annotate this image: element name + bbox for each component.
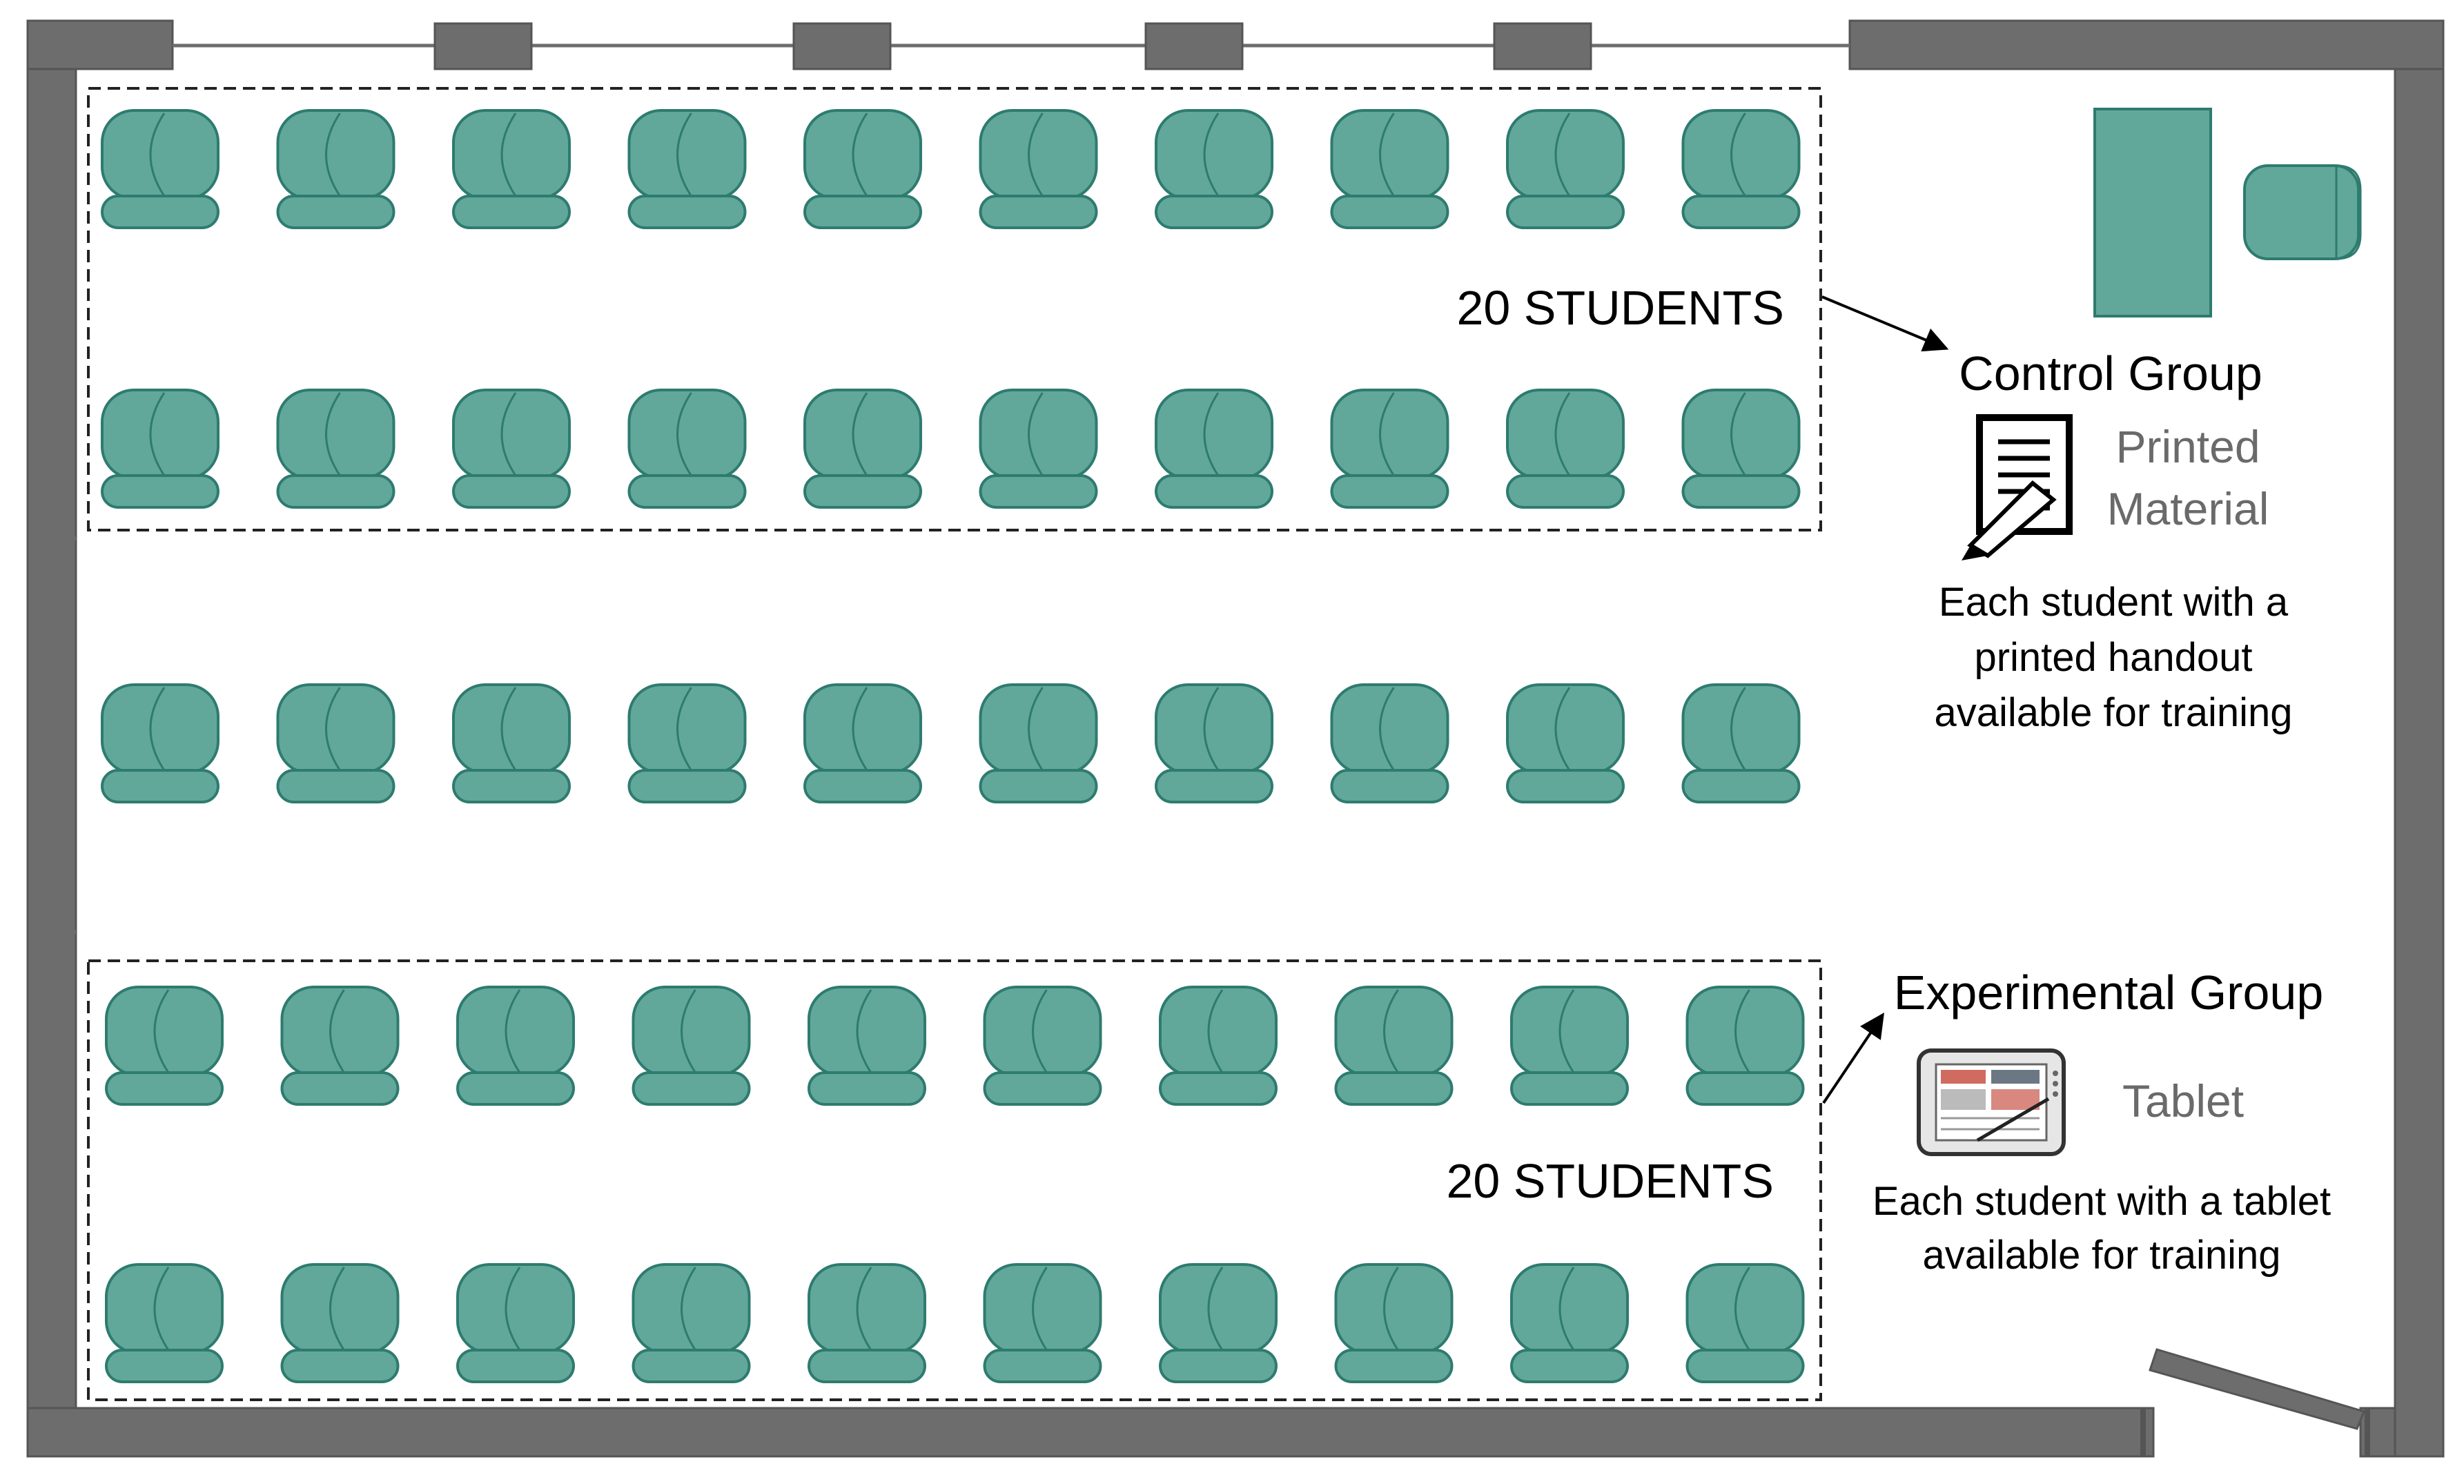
chair-icon bbox=[627, 109, 747, 229]
control-description-line: available for training bbox=[1934, 690, 2292, 735]
chair-icon bbox=[105, 1263, 224, 1383]
chair-icon bbox=[1159, 986, 1278, 1106]
chair-icon bbox=[280, 986, 400, 1106]
left-wall bbox=[26, 19, 77, 1458]
chair-icon bbox=[1510, 1263, 1629, 1383]
chair-icon bbox=[803, 389, 922, 509]
chair-icon bbox=[632, 986, 751, 1106]
chair-icon bbox=[105, 986, 224, 1106]
experimental-student-count: 20 STUDENTS bbox=[1446, 1154, 1774, 1208]
student-seats bbox=[101, 109, 1805, 1383]
experimental-description-line: Each student with a tablet bbox=[1873, 1179, 2331, 1224]
chair-icon bbox=[1506, 389, 1625, 509]
chair-icon bbox=[1330, 389, 1449, 509]
chair-icon bbox=[808, 986, 926, 1106]
chair-icon bbox=[452, 389, 571, 509]
control-group-title: Control Group bbox=[1959, 346, 2262, 400]
window-mullion bbox=[1144, 22, 1244, 70]
chair-icon bbox=[1330, 109, 1449, 229]
chair-icon bbox=[456, 1263, 575, 1383]
chair-icon bbox=[1155, 683, 1273, 803]
experimental-group-title: Experimental Group bbox=[1894, 966, 2324, 1019]
window-mullion bbox=[433, 22, 533, 70]
chair-icon bbox=[803, 109, 922, 229]
top-wall-left bbox=[26, 19, 174, 70]
chair-icon bbox=[632, 1263, 751, 1383]
chair-icon bbox=[1334, 986, 1454, 1106]
chair-icon bbox=[979, 389, 1098, 509]
chair-icon bbox=[1685, 986, 1805, 1106]
control-description-line: Each student with a bbox=[1939, 580, 2289, 625]
control-description-line: printed handout bbox=[1974, 635, 2252, 680]
chair-icon bbox=[627, 683, 747, 803]
chair-icon bbox=[808, 1263, 926, 1383]
teacher-chair-icon bbox=[2243, 164, 2362, 260]
chair-icon bbox=[276, 389, 395, 509]
chair-icon bbox=[983, 986, 1102, 1106]
left-door bbox=[53, 536, 76, 934]
chair-icon bbox=[1681, 389, 1801, 509]
control-material-label-line2: Material bbox=[2107, 483, 2269, 534]
room-walls bbox=[26, 19, 2445, 1458]
experimental-group-boundary bbox=[87, 959, 1822, 1401]
experimental-arrow bbox=[1822, 1013, 1885, 1104]
teacher-desk-icon bbox=[2093, 108, 2212, 318]
door-leaf bbox=[2149, 1348, 2366, 1430]
bottom-wall bbox=[26, 1407, 2155, 1458]
window-mullion bbox=[792, 22, 892, 70]
chair-icon bbox=[101, 683, 219, 803]
printed-document-with-pencil-icon bbox=[1962, 414, 2073, 560]
tablet-with-stylus-icon bbox=[1917, 1048, 2066, 1156]
chair-icon bbox=[1510, 986, 1629, 1106]
control-group-boundary bbox=[87, 87, 1822, 531]
right-wall bbox=[2394, 19, 2445, 1458]
chair-icon bbox=[276, 109, 395, 229]
chair-icon bbox=[1506, 683, 1625, 803]
chair-icon bbox=[101, 389, 219, 509]
chair-icon bbox=[452, 109, 571, 229]
chair-icon bbox=[1155, 389, 1273, 509]
control-student-count: 20 STUDENTS bbox=[1456, 281, 1784, 335]
chair-icon bbox=[1681, 109, 1801, 229]
chair-icon bbox=[1155, 109, 1273, 229]
chair-icon bbox=[979, 109, 1098, 229]
chair-icon bbox=[627, 389, 747, 509]
control-arrow bbox=[1821, 295, 1949, 352]
experimental-material-label: Tablet bbox=[2122, 1075, 2244, 1126]
top-wall-right bbox=[1848, 19, 2445, 70]
chair-icon bbox=[1685, 1263, 1805, 1383]
chair-icon bbox=[1159, 1263, 1278, 1383]
chair-icon bbox=[452, 683, 571, 803]
chair-icon bbox=[456, 986, 575, 1106]
window-mullion bbox=[1493, 22, 1592, 70]
chair-icon bbox=[101, 109, 219, 229]
chair-icon bbox=[803, 683, 922, 803]
chair-icon bbox=[1681, 683, 1801, 803]
experimental-description-line: available for training bbox=[1922, 1233, 2280, 1278]
chair-icon bbox=[280, 1263, 400, 1383]
chair-icon bbox=[276, 683, 395, 803]
control-material-label-line1: Printed bbox=[2115, 421, 2260, 472]
chair-icon bbox=[979, 683, 1098, 803]
chair-icon bbox=[983, 1263, 1102, 1383]
chair-icon bbox=[1334, 1263, 1454, 1383]
chair-icon bbox=[1506, 109, 1625, 229]
chair-icon bbox=[1330, 683, 1449, 803]
